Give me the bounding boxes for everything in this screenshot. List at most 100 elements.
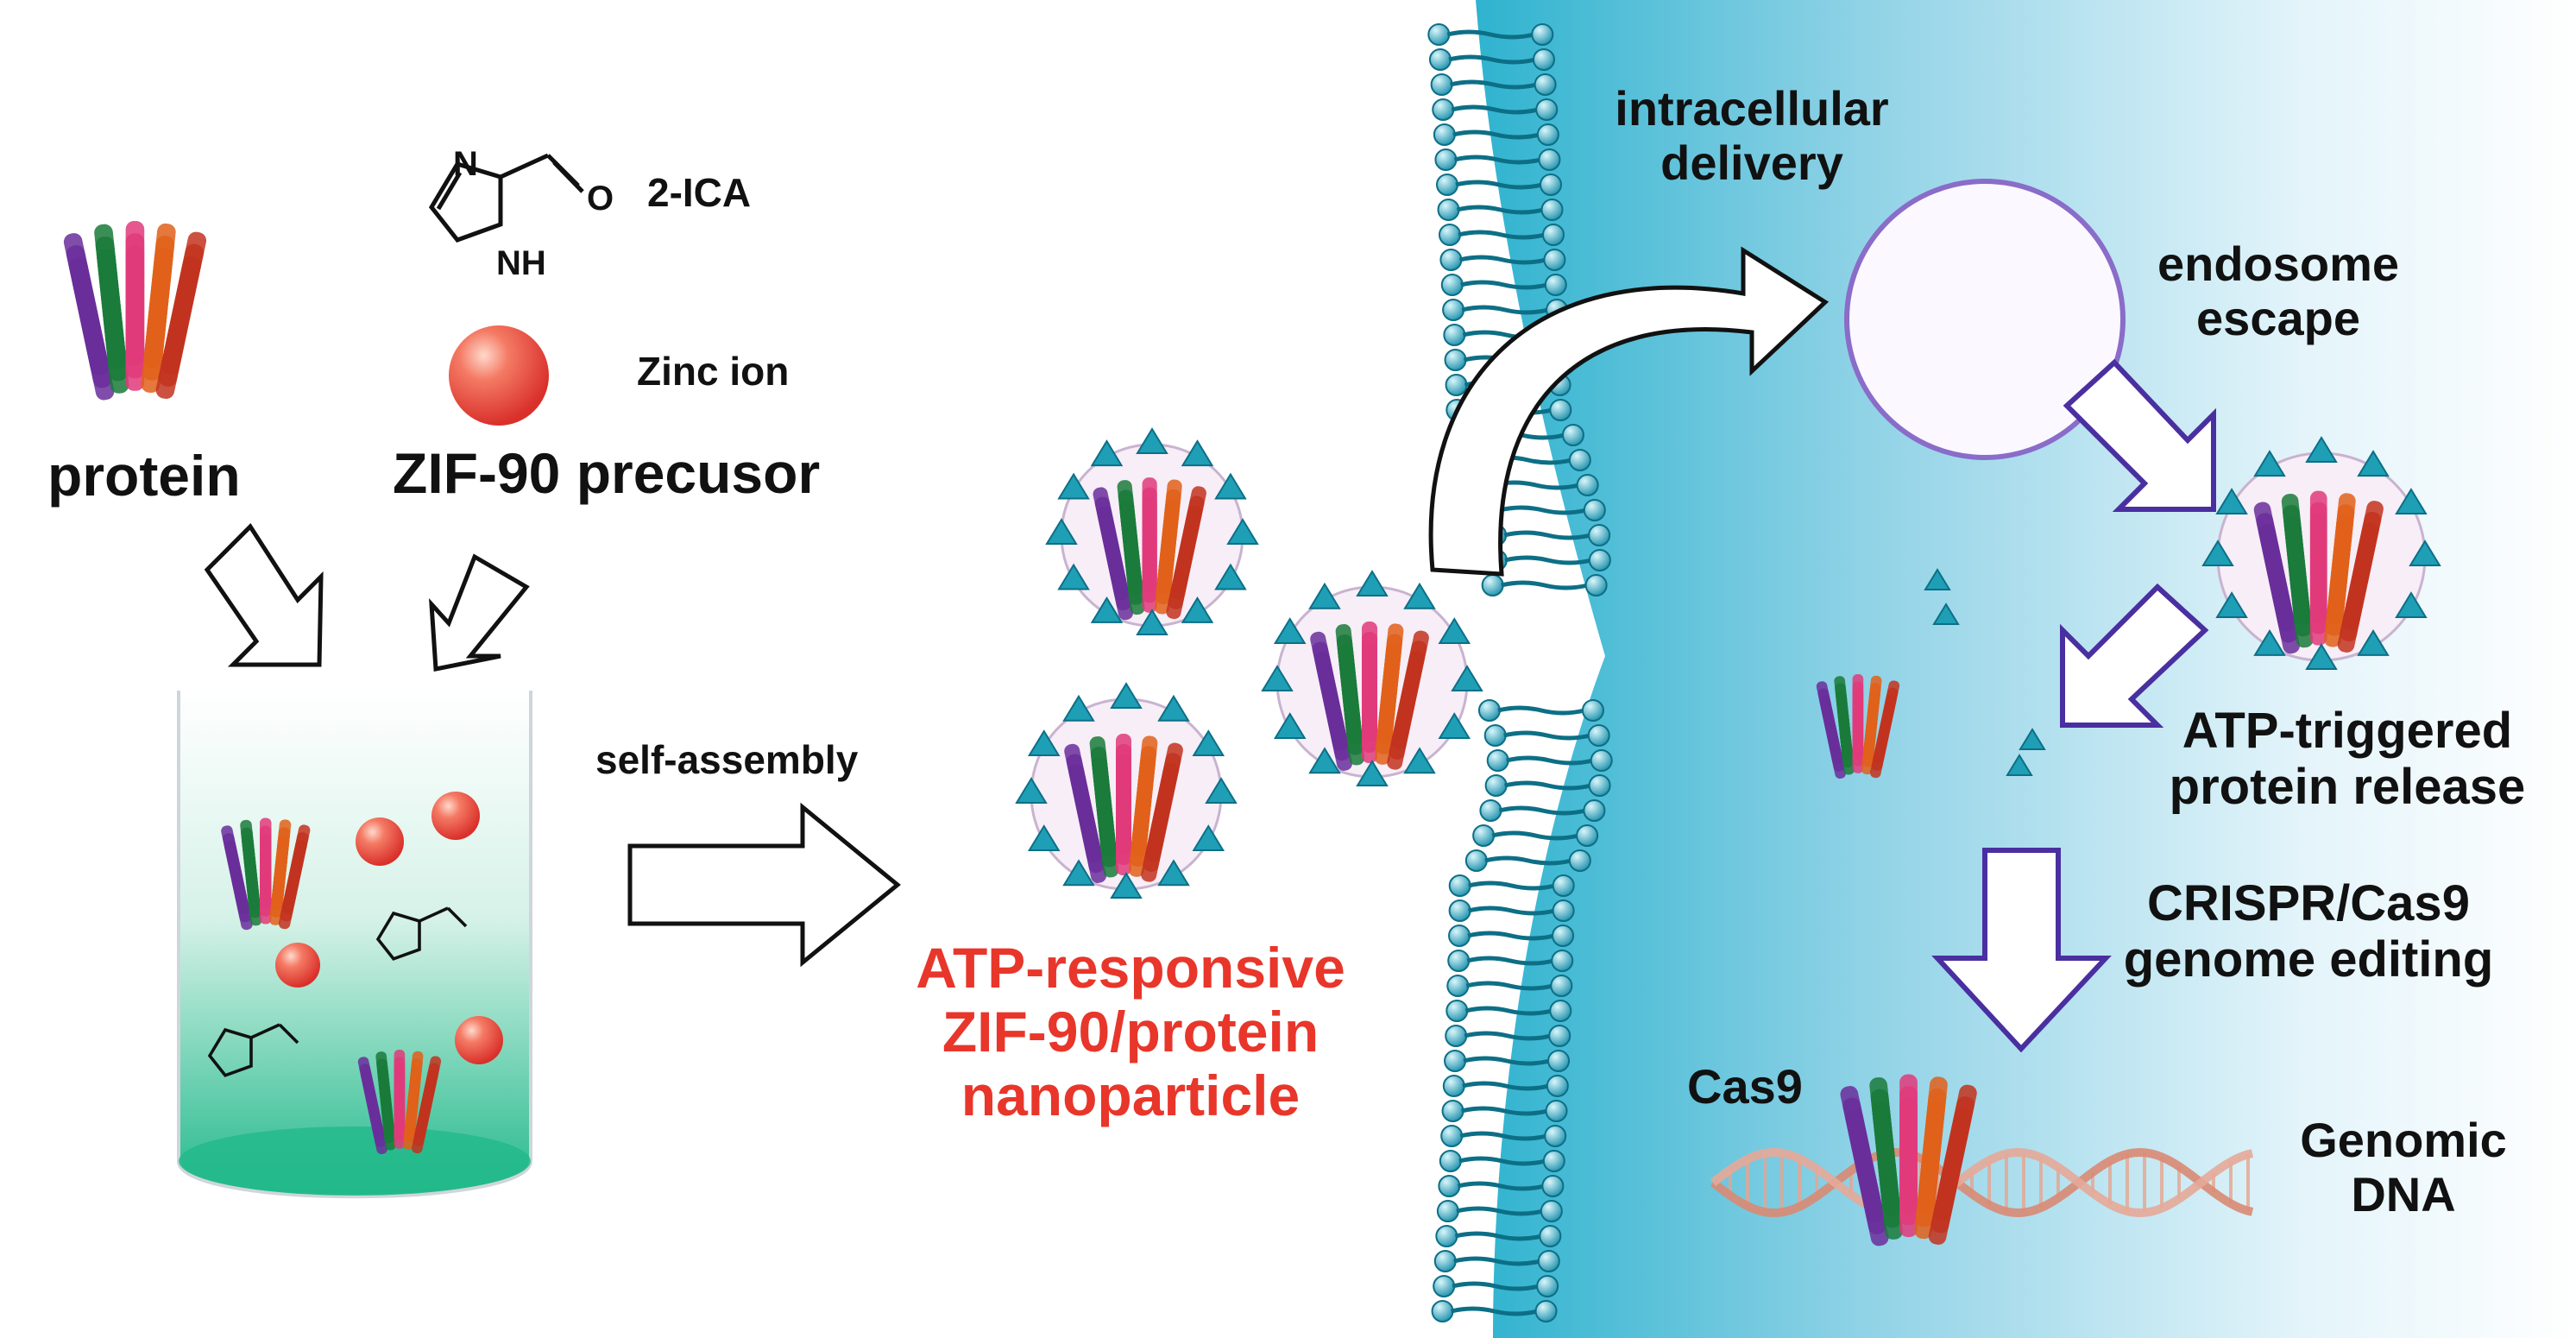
protein-icon: [357, 1050, 442, 1155]
self-assembly-arrow: [627, 802, 901, 968]
lipid-head: [1561, 424, 1584, 446]
lipid-head: [1428, 48, 1452, 71]
np-line-1: ATP-responsive: [916, 936, 1345, 1000]
lipid-head: [1532, 48, 1555, 71]
protein-icon: [221, 817, 311, 931]
lipid-head: [1581, 699, 1604, 722]
lipid-head: [1538, 148, 1561, 171]
lipid-head: [1540, 1200, 1563, 1222]
crispr-line-1: CRISPR/Cas9: [2147, 875, 2470, 931]
lipid-head: [1464, 849, 1488, 872]
zinc-ion-sphere: [275, 943, 320, 988]
lipid-head: [1544, 274, 1567, 296]
2-ica-molecule-icon: [428, 153, 584, 243]
lipid-head: [1537, 1250, 1560, 1272]
lipid-head: [1534, 1300, 1558, 1322]
lipid-head: [1549, 1000, 1572, 1022]
np-line-3: nanoparticle: [960, 1063, 1301, 1127]
genomic-dna-label: Genomic DNA: [2274, 1113, 2533, 1221]
lipid-head: [1548, 1025, 1571, 1047]
genomic-dna-helix: [1710, 1147, 2254, 1218]
lipid-head: [1568, 449, 1591, 471]
lipid-head: [1551, 950, 1574, 972]
lipid-head: [1483, 724, 1507, 747]
intra-line-1: intracellular: [1615, 81, 1889, 136]
crispr-label: CRISPR/Cas9 genome editing: [2106, 875, 2511, 988]
zif90-nanoparticle: [1015, 682, 1238, 899]
genome-editing-arrow: [1931, 848, 2112, 1053]
zinc-ion-label: Zinc ion: [637, 349, 790, 394]
endosome-escape-arrow: [2063, 358, 2216, 512]
lipid-head: [1430, 73, 1453, 96]
lipid-head: [1541, 1175, 1565, 1197]
zif90-nanoparticle: [1045, 427, 1259, 635]
atom-nh-label: NH: [496, 244, 546, 282]
self-assembly-label: self-assembly: [595, 737, 859, 782]
lipid-head: [1542, 1150, 1565, 1172]
cas9-protein-icon: [1840, 1074, 1977, 1246]
lipid-head: [1432, 98, 1455, 121]
lipid-head: [1576, 474, 1599, 496]
lipid-head: [1590, 749, 1613, 772]
lipid-head: [1472, 824, 1496, 847]
zif-fragment: [2006, 754, 2033, 776]
protein-icon: [1816, 674, 1900, 779]
lipid-head: [1544, 1125, 1567, 1147]
lipid-head: [1568, 849, 1591, 872]
lipid-head: [1588, 549, 1611, 571]
lipid-head: [1433, 123, 1456, 146]
lipid-head: [1484, 774, 1508, 797]
lipid-head: [1442, 299, 1465, 321]
atom-o-label: O: [587, 180, 614, 218]
lipid-head: [1477, 699, 1501, 722]
lipid-head: [1536, 123, 1559, 146]
arrow-protein-down: [204, 523, 324, 667]
lipid-head: [1445, 374, 1468, 396]
precursor-label: ZIF-90 precusor: [393, 441, 821, 505]
atp-line-2: protein release: [2169, 758, 2526, 815]
lipid-head: [1445, 1000, 1469, 1022]
endosome-escape-label: endosome escape: [2106, 237, 2451, 345]
lipid-head: [1486, 749, 1509, 772]
lipid-head: [1543, 249, 1566, 271]
endo-line-1: endosome: [2157, 237, 2400, 291]
reaction-tube: [177, 691, 532, 1199]
lipid-head: [1588, 524, 1611, 546]
lipid-head: [1433, 1250, 1457, 1272]
lipid-head: [1435, 1225, 1458, 1247]
intracellular-delivery-label: intracellular delivery: [1571, 81, 1933, 190]
zif90-nanoparticle: [2201, 436, 2441, 670]
dna-line-2: DNA: [2351, 1166, 2456, 1221]
lipid-head: [1427, 23, 1451, 46]
lipid-head: [1433, 1275, 1456, 1297]
lipid-head: [1448, 874, 1471, 897]
lipid-head: [1588, 774, 1611, 797]
lipid-head: [1448, 899, 1471, 922]
2-ica-molecule-icon: [207, 1023, 299, 1077]
lipid-head: [1536, 1275, 1559, 1297]
zinc-ion-sphere: [431, 792, 480, 840]
2-ica-molecule-icon: [375, 906, 468, 961]
endosome-vesicle: [1844, 179, 2126, 460]
cas9-label: Cas9: [1687, 1059, 1803, 1114]
protein-label: protein: [47, 444, 241, 508]
lipid-head: [1445, 1025, 1468, 1047]
protein-release-arrow: [2060, 583, 2209, 728]
lipid-head: [1442, 1075, 1465, 1097]
intracellular-entry-arrow: [1428, 246, 1830, 577]
lipid-head: [1535, 98, 1559, 121]
zinc-ion-sphere: [455, 1016, 503, 1064]
lipid-head: [1545, 1100, 1568, 1122]
lipid-head: [1444, 349, 1467, 371]
lipid-head: [1552, 925, 1575, 947]
lipid-head: [1549, 399, 1572, 421]
lipid-head: [1584, 574, 1608, 596]
zif-fragment: [2019, 728, 2046, 750]
lipid-head: [1540, 174, 1563, 196]
lipid-head: [1436, 174, 1459, 196]
lipid-head: [1440, 1125, 1464, 1147]
lipid-head: [1587, 724, 1610, 747]
lipid-head: [1552, 899, 1575, 922]
atom-n-label: N: [453, 145, 478, 183]
